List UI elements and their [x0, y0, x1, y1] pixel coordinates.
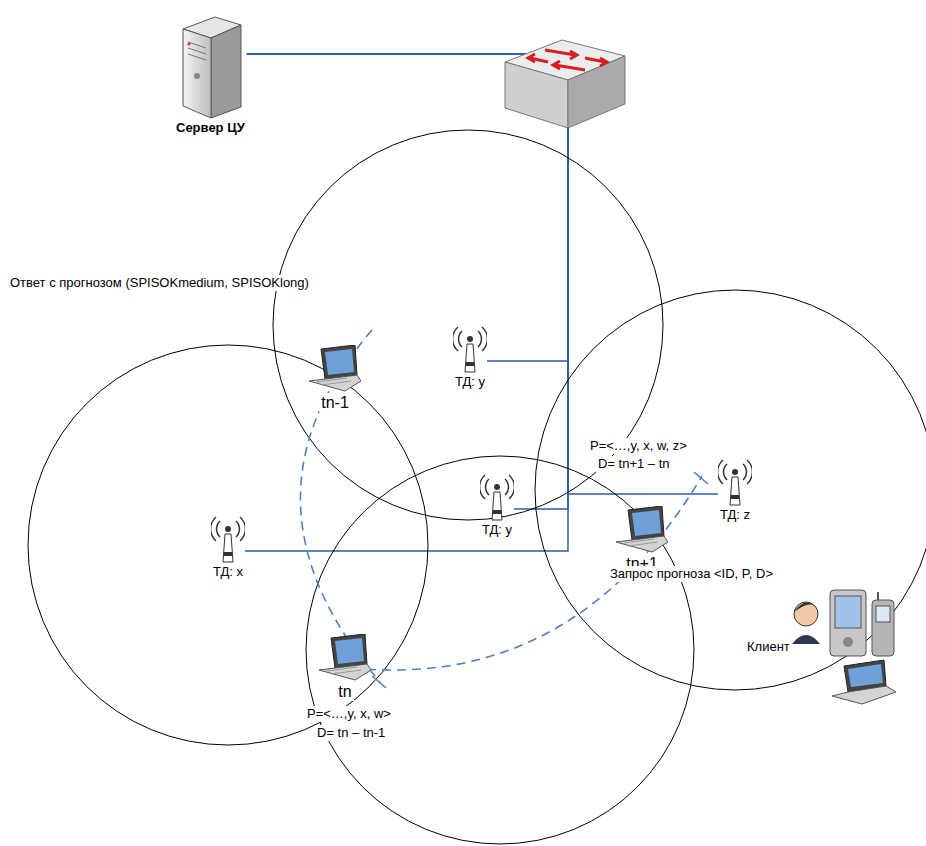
- node-label: ТД: z: [718, 507, 752, 523]
- path-formula: P=<…,y, x, w>: [305, 706, 393, 722]
- laptop-node: tn: [317, 634, 373, 701]
- access-point: ТД: x: [211, 512, 245, 580]
- antenna-icon: [453, 322, 487, 374]
- server-node: Сервер ЦУ: [174, 14, 247, 136]
- coverage-circles: [28, 130, 926, 844]
- icon: [614, 506, 670, 554]
- icon: [317, 634, 373, 682]
- laptop-icon: [614, 506, 670, 554]
- laptop-icon: [307, 345, 363, 393]
- trajectory: [300, 330, 702, 682]
- network-switch: [505, 40, 625, 128]
- laptop-icon: [317, 634, 373, 682]
- node-label: ТД: y: [480, 522, 514, 538]
- access-point: ТД: y: [480, 470, 514, 538]
- network-wire: [245, 54, 568, 551]
- icon: [453, 322, 487, 374]
- icon: [480, 470, 514, 522]
- client-node: Клиент: [745, 586, 904, 708]
- response-note: Ответ с прогнозом (SPISOKmedium, SPISOKl…: [8, 275, 311, 291]
- icon: [307, 345, 363, 393]
- access-point: ТД: y: [453, 322, 487, 390]
- duration-formula: D= tn – tn-1: [315, 725, 387, 741]
- node-label: tn: [336, 682, 353, 701]
- network-wire: [247, 54, 718, 494]
- access-point: ТД: z: [718, 455, 752, 523]
- request-note: Запрос прогноза <ID, P, D>: [608, 566, 775, 582]
- network-wire: [247, 54, 568, 361]
- node-label: ТД: y: [453, 374, 487, 390]
- node-label: ТД: x: [211, 564, 245, 580]
- antenna-icon: [480, 470, 514, 522]
- icon: [175, 14, 245, 120]
- laptop-node: tn-1: [307, 345, 363, 412]
- node-label: tn-1: [319, 393, 351, 412]
- icon: [718, 455, 752, 507]
- node-label: Сервер ЦУ: [174, 120, 247, 136]
- antenna-icon: [718, 455, 752, 507]
- antenna-icon: [211, 512, 245, 564]
- path-formula: P=<…,y, x, w, z>: [588, 438, 689, 454]
- icon: [792, 586, 904, 708]
- server-icon: [175, 14, 245, 120]
- client-devices: [792, 586, 904, 708]
- node-label: Клиент: [745, 639, 792, 655]
- laptop-node: tn+1: [614, 506, 670, 573]
- duration-formula: D= tn+1 – tn: [596, 456, 672, 472]
- icon: [211, 512, 245, 564]
